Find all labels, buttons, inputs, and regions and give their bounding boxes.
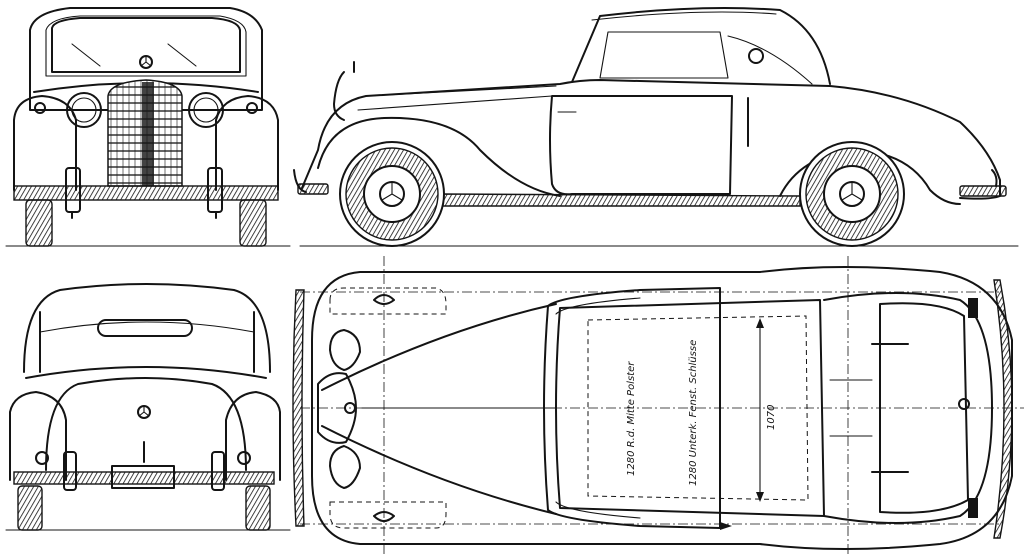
roof-length-annotation-2: 1280 Unterk. Fenst. Schlüsse: [688, 340, 699, 486]
side-view: [293, 7, 1019, 247]
top-view: [292, 256, 1024, 556]
roof-length-annotation-1: 1280 R.d. Mitte Polster: [626, 361, 637, 476]
rear-view: [5, 283, 291, 531]
front-view: [5, 7, 291, 247]
cabin-width-annotation: 1070: [766, 405, 777, 430]
